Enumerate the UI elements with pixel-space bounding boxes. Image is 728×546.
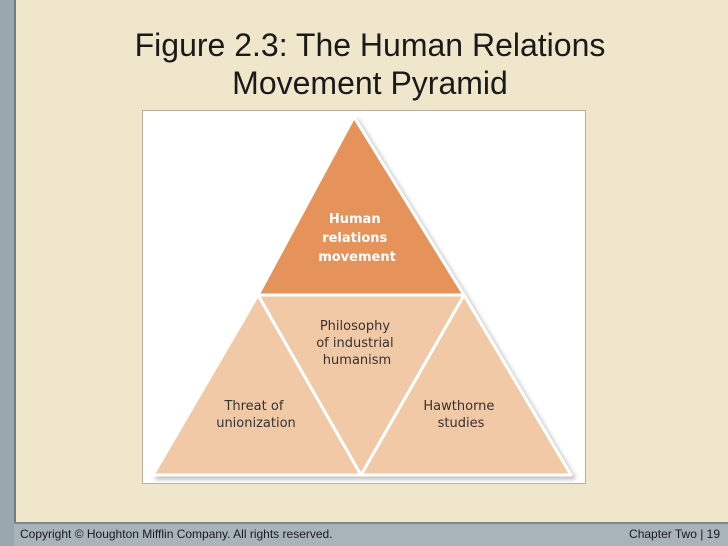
- pyramid-right-label-line: studies: [438, 416, 485, 431]
- pyramid-center-label-line: humanism: [323, 353, 391, 368]
- pyramid-top-label-line: relations: [322, 231, 387, 246]
- figure-box: Human relations movement Philosophy of i…: [142, 110, 586, 484]
- pyramid-diagram: Human relations movement Philosophy of i…: [151, 115, 573, 477]
- pyramid-center-label-line: Philosophy: [320, 319, 390, 334]
- pyramid-top-label: Human relations movement: [318, 212, 396, 265]
- pyramid-right-label: Hawthorne studies: [423, 399, 498, 431]
- pyramid-top-label-line: movement: [318, 250, 396, 265]
- slide-title-line-2: Movement Pyramid: [232, 65, 508, 101]
- slide-title: Figure 2.3: The Human Relations Movement…: [60, 26, 680, 102]
- pyramid-left-label-line: Threat of: [223, 399, 283, 414]
- pyramid-right-label-line: Hawthorne: [423, 399, 494, 414]
- slide-left-bar: [0, 0, 14, 546]
- footer-copyright: Copyright © Houghton Mifflin Company. Al…: [20, 527, 333, 541]
- pyramid-center-label-line: of industrial: [316, 336, 393, 351]
- footer-divider: [14, 522, 728, 524]
- pyramid-left-label: Threat of unionization: [216, 399, 296, 431]
- slide-left-line: [14, 0, 16, 546]
- slide-title-line-1: Figure 2.3: The Human Relations: [134, 27, 606, 63]
- pyramid-top-segment: [256, 115, 466, 297]
- footer-bar: [14, 524, 728, 546]
- pyramid-left-label-line: unionization: [216, 416, 296, 431]
- pyramid-top-label-line: Human: [329, 212, 381, 227]
- footer-page-number: Chapter Two | 19: [629, 527, 720, 541]
- pyramid-center-label: Philosophy of industrial humanism: [316, 319, 398, 368]
